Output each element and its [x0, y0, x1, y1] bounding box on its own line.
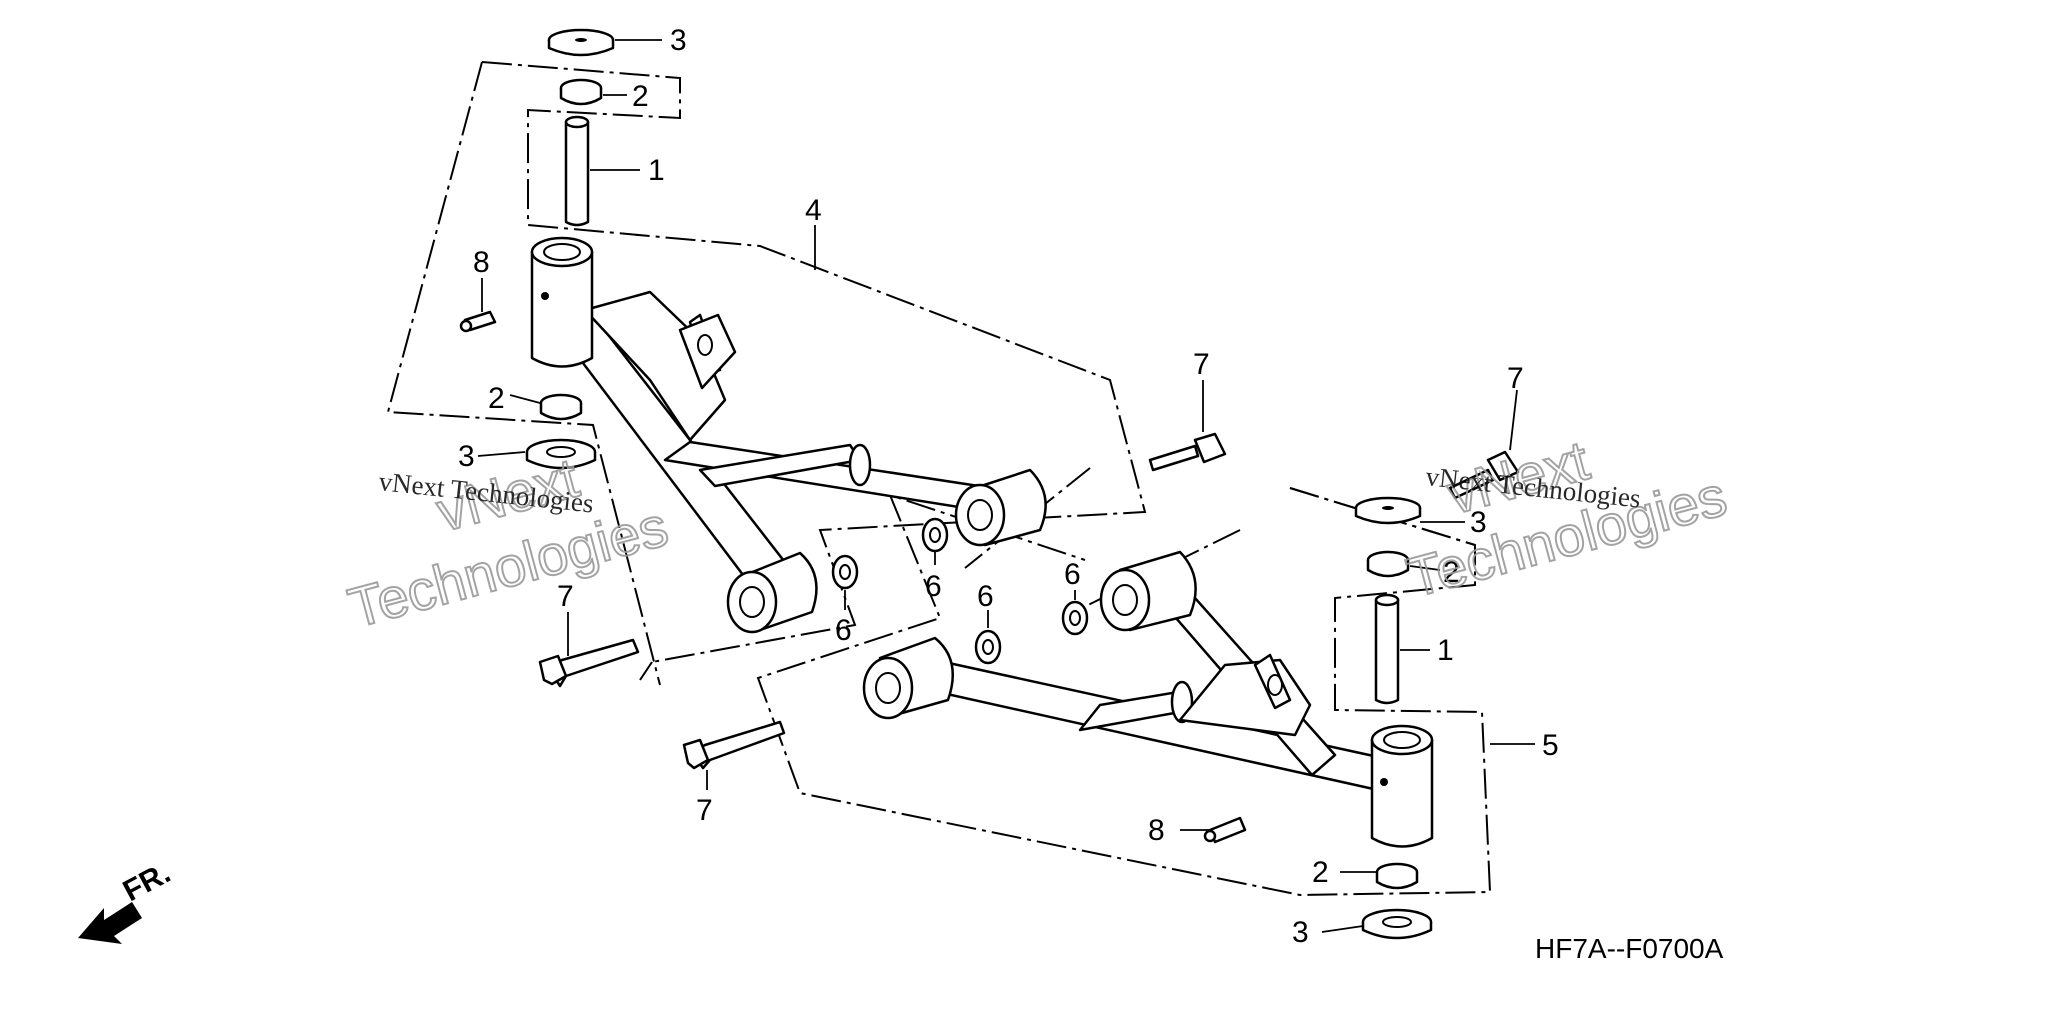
bolt-upper-left: [538, 638, 640, 688]
callout-6-d: 6: [1064, 558, 1081, 591]
nut-lower-right: [1061, 600, 1089, 636]
front-arrow-icon: [78, 902, 142, 944]
upper-pivot-hardware: [525, 28, 615, 470]
bolt-lower-right: [1448, 450, 1520, 500]
callout-6-a: 6: [835, 614, 852, 647]
grease-fitting-upper: [459, 310, 497, 333]
nut-lower-left: [974, 629, 1002, 665]
bolt-lower-left: [682, 720, 786, 770]
callout-7-upper-left: 7: [557, 580, 574, 613]
callout-2-upper-top: 2: [632, 80, 649, 113]
upper-arm-group-outline: [386, 61, 1147, 686]
callout-7-lower-right: 7: [1507, 362, 1524, 395]
callout-3-lower-top: 3: [1470, 506, 1487, 539]
callout-2-lower-bottom: 2: [1312, 856, 1329, 889]
callout-6-c: 6: [977, 580, 994, 613]
nut-upper-left: [831, 554, 859, 590]
diagram-code: HF7A--F0700A: [1535, 933, 1724, 964]
callout-1-upper: 1: [648, 154, 665, 187]
grease-fitting-lower: [1203, 816, 1247, 844]
lower-a-arm: [862, 550, 1434, 848]
callout-7-lower-left: 7: [696, 794, 713, 827]
upper-a-arm: [530, 236, 1047, 634]
callout-8-upper: 8: [473, 246, 490, 279]
callout-3-upper-top: 3: [670, 24, 687, 57]
front-label: FR.: [118, 856, 176, 908]
callout-1-lower: 1: [1437, 634, 1454, 667]
callout-3-lower-bottom: 3: [1292, 916, 1309, 949]
bolt-upper-right: [1148, 432, 1227, 472]
callout-4: 4: [805, 194, 822, 227]
callout-6-b: 6: [925, 570, 942, 603]
callout-2-lower-top: 2: [1443, 556, 1460, 589]
callout-8-lower: 8: [1148, 814, 1165, 847]
callout-2-upper-bottom: 2: [488, 382, 505, 415]
lower-pivot-hardware: [1354, 496, 1433, 940]
watermark-right: vNext Technologies vNext Technologies: [1400, 427, 1734, 610]
callout-7-upper-right: 7: [1193, 348, 1210, 381]
front-direction-indicator: FR.: [78, 856, 176, 944]
watermark-left: vNext Technologies vNext Technologies: [341, 445, 675, 641]
callout-5: 5: [1542, 729, 1559, 762]
nut-upper-right: [921, 517, 949, 553]
callout-3-upper-bottom: 3: [458, 440, 475, 473]
leader-lines: [477, 39, 1535, 933]
